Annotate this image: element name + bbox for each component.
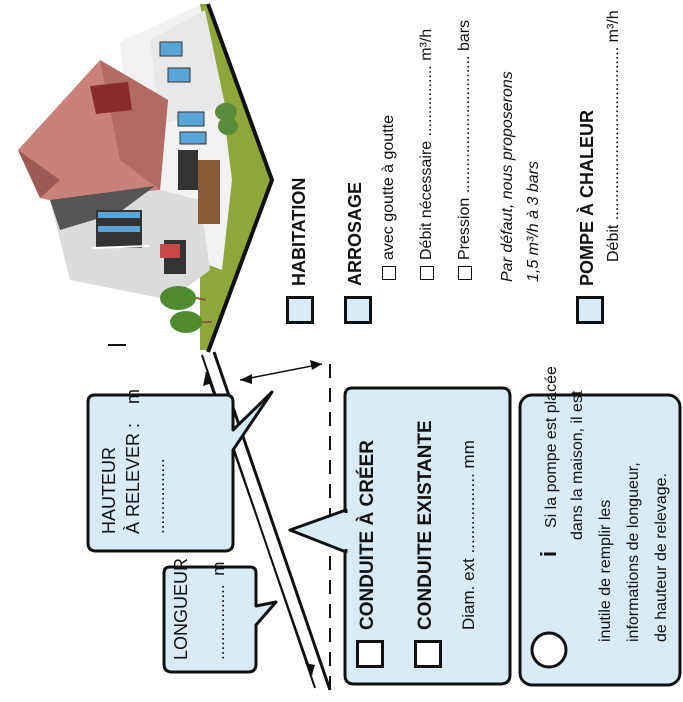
hauteur-line2: À RELEVER : m <box>123 388 143 534</box>
checkbox-pression[interactable] <box>458 266 472 280</box>
info-icon <box>530 631 568 669</box>
checkbox-conduite-creer[interactable] <box>356 640 384 668</box>
note-line1: Par défaut, nous proposerons <box>499 71 516 282</box>
conduite-existante-label: CONDUITE EXISTANTE <box>415 420 436 630</box>
longueur-label: LONGUEUR : <box>171 547 191 660</box>
checkbox-habitation[interactable] <box>286 296 314 324</box>
longueur-fill: ................ m <box>209 561 228 660</box>
debit-line: Débit nécessaire ................ m³/h <box>418 28 435 260</box>
house-illustration <box>18 5 238 333</box>
conduite-bubble <box>288 386 512 686</box>
diam-ext-line: Diam. ext ................. mm <box>459 440 478 630</box>
pression-line: Pression ...............................… <box>456 19 473 260</box>
pompe-debit-line: Débit ..................................… <box>605 10 622 262</box>
info-text-rest: dans la maison, il est inutile de rempli… <box>569 390 670 642</box>
info-text: Si la pompe est placée <box>543 366 560 528</box>
hauteur-line1: HAUTEUR <box>99 446 119 534</box>
conduite-creer-label: CONDUITE À CRÉER <box>357 439 378 630</box>
goutte-label: avec goutte à goutte <box>380 115 397 260</box>
checkbox-debit[interactable] <box>420 266 434 280</box>
checkbox-conduite-existante[interactable] <box>414 640 442 668</box>
arrosage-label: ARROSAGE <box>345 181 365 286</box>
pompe-label: POMPE À CHALEUR <box>577 109 597 286</box>
hauteur-bubble <box>86 390 274 553</box>
hauteur-fill: ................ <box>149 458 168 534</box>
longueur-bubble <box>162 565 278 674</box>
note-line2: 1,5 m³/h à 3 bars <box>525 161 542 282</box>
checkbox-arrosage[interactable] <box>344 296 372 324</box>
info-box <box>518 393 682 687</box>
checkbox-pompe[interactable] <box>576 296 604 324</box>
checkbox-goutte[interactable] <box>382 266 396 280</box>
habitation-label: HABITATION <box>289 177 309 286</box>
